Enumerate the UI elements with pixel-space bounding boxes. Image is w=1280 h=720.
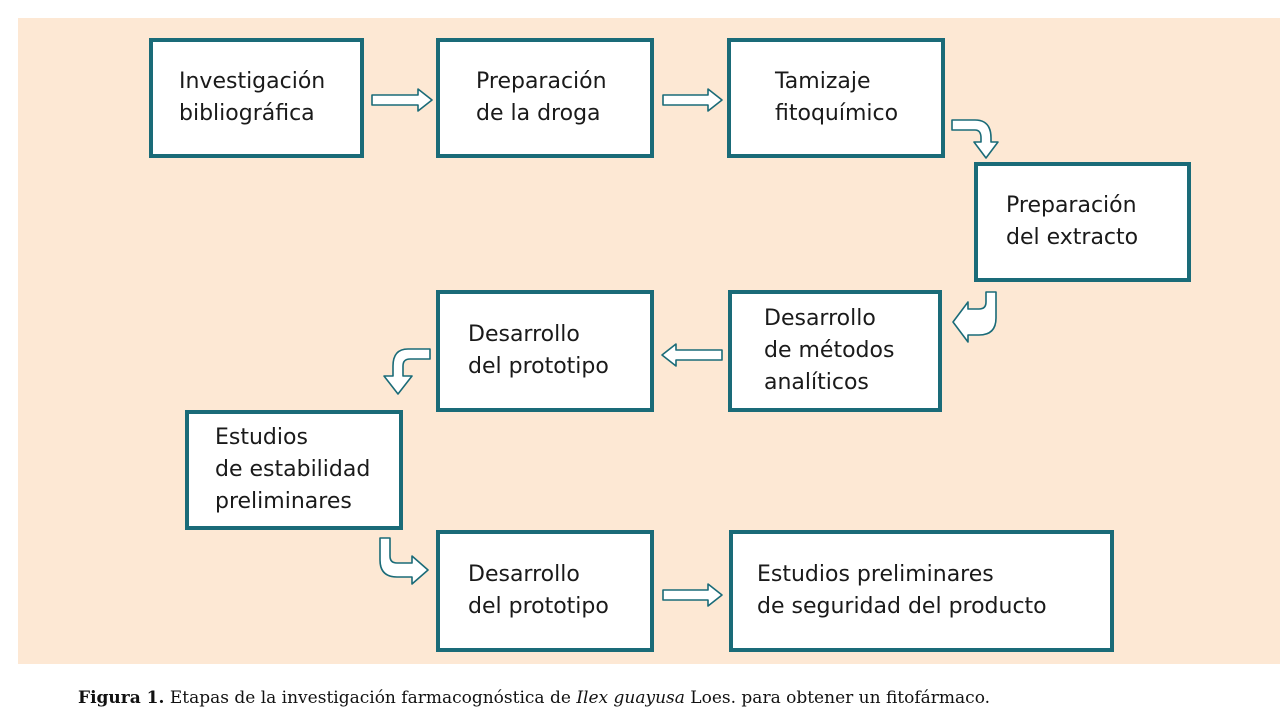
caption-text-after: Loes. para obtener un fitofármaco. [684, 688, 991, 708]
step-investigacion-bibliografica: Investigación bibliográfica [149, 38, 364, 158]
step-desarrollo-prototipo-2: Desarrollo del prototipo [436, 530, 654, 652]
caption-text-before: Etapas de la investigación farmacognósti… [164, 688, 577, 708]
step-label: Investigación bibliográfica [179, 69, 326, 126]
caption-species: Ilex guayusa [576, 688, 685, 708]
step-desarrollo-metodos-analiticos: Desarrollo de métodos analíticos [728, 290, 942, 412]
step-label: Desarrollo del prototipo [468, 562, 609, 619]
step-label: Estudios de estabilidad preliminares [215, 425, 371, 514]
step-preparacion-extracto: Preparación del extracto [974, 162, 1191, 282]
step-label: Preparación de la droga [476, 69, 607, 126]
step-desarrollo-prototipo-1: Desarrollo del prototipo [436, 290, 654, 412]
step-estudios-seguridad: Estudios preliminares de seguridad del p… [729, 530, 1114, 652]
step-tamizaje-fitoquimico: Tamizaje fitoquímico [727, 38, 945, 158]
step-label: Desarrollo del prototipo [468, 322, 609, 379]
step-estudios-estabilidad: Estudios de estabilidad preliminares [185, 410, 403, 530]
step-label: Desarrollo de métodos analíticos [764, 306, 895, 395]
caption-prefix: Figura 1. [78, 688, 165, 708]
step-label: Tamizaje fitoquímico [775, 69, 899, 126]
step-label: Estudios preliminares de seguridad del p… [757, 562, 1047, 619]
step-label: Preparación del extracto [1006, 193, 1139, 250]
step-preparacion-droga: Preparación de la droga [436, 38, 654, 158]
figure-caption: Figura 1. Etapas de la investigación far… [78, 688, 990, 708]
